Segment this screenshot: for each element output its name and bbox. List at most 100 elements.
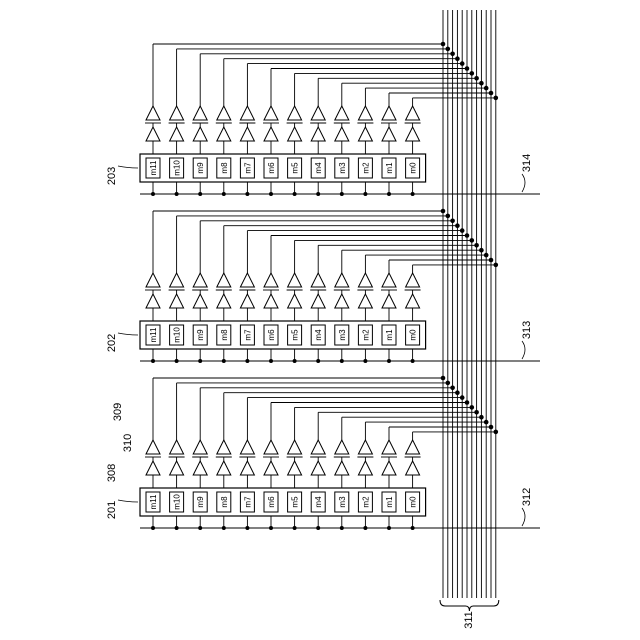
buffer-triangle [193, 440, 207, 454]
bus-junction-dot [479, 415, 484, 420]
cell-label: m7 [243, 496, 252, 508]
bus-junction-dot [460, 61, 465, 66]
buffer-triangle [146, 461, 160, 475]
cell-label: m11 [149, 327, 158, 343]
buffer-triangle [358, 461, 372, 475]
buffer-triangle [288, 127, 302, 141]
line-label-leader [522, 174, 525, 192]
buffer-triangle [382, 440, 396, 454]
buffer-triangle [264, 273, 278, 287]
label-309: 309 [112, 403, 124, 421]
cell-label: m9 [196, 496, 205, 508]
cell-label: m4 [314, 496, 323, 508]
buffer-triangle [382, 273, 396, 287]
buffer-triangle [170, 294, 184, 308]
bus-junction-dot [484, 86, 489, 91]
bus-label-311: 311 [463, 611, 475, 629]
line-label-312: 312 [521, 488, 533, 506]
buffer-triangle [311, 461, 325, 475]
cell-label: m2 [361, 162, 370, 174]
buffer-triangle [335, 294, 349, 308]
buffer-triangle [406, 461, 420, 475]
buffer-triangle [311, 294, 325, 308]
block-label-leader [118, 500, 138, 502]
buffer-triangle [264, 294, 278, 308]
buffer-triangle [406, 273, 420, 287]
buffer-triangle [382, 461, 396, 475]
cell-label: m1 [385, 329, 394, 341]
buffer-triangle [240, 273, 254, 287]
bus-junction-dot [494, 96, 499, 101]
buffer-triangle [382, 127, 396, 141]
buffer-triangle [170, 127, 184, 141]
buffer-triangle [217, 461, 231, 475]
buffer-triangle [217, 273, 231, 287]
cell-label: m0 [409, 496, 418, 508]
buffer-triangle [335, 440, 349, 454]
cell-label: m11 [149, 494, 158, 510]
buffer-triangle [311, 106, 325, 120]
bus-junction-dot [450, 219, 455, 224]
bus-junction-dot [484, 420, 489, 425]
buffer-triangle [264, 106, 278, 120]
buffer-triangle [406, 294, 420, 308]
cell-label: m5 [291, 496, 300, 508]
buffer-triangle [217, 294, 231, 308]
cell-label: m8 [220, 329, 229, 341]
cell-label: m11 [149, 160, 158, 176]
buffer-triangle [240, 106, 254, 120]
buffer-triangle [288, 273, 302, 287]
buffer-triangle [193, 273, 207, 287]
buffer-triangle [358, 106, 372, 120]
cell-label: m2 [361, 329, 370, 341]
block-label-leader [118, 333, 138, 335]
bus-junction-dot [441, 209, 446, 214]
cell-label: m1 [385, 162, 394, 174]
buffer-triangle [193, 294, 207, 308]
buffer-triangle [311, 127, 325, 141]
cell-label: m0 [409, 329, 418, 341]
bus-junction-dot [489, 91, 494, 96]
cell-label: m10 [173, 160, 182, 176]
cell-label: m6 [267, 162, 276, 174]
cell-label: m9 [196, 162, 205, 174]
bus-junction-dot [450, 52, 455, 57]
bus-brace [440, 600, 499, 611]
bus-junction-dot [446, 381, 451, 386]
bus-junction-dot [494, 430, 499, 435]
cell-label: m3 [338, 496, 347, 508]
buffer-triangle [146, 273, 160, 287]
cell-label: m4 [314, 162, 323, 174]
buffer-triangle [264, 127, 278, 141]
buffer-triangle [335, 461, 349, 475]
bus-junction-dot [455, 223, 460, 228]
bus-junction-dot [479, 81, 484, 86]
buffer-triangle [288, 106, 302, 120]
buffer-triangle [335, 106, 349, 120]
bus-junction-dot [479, 248, 484, 253]
cell-label: m6 [267, 496, 276, 508]
bus-junction-dot [446, 214, 451, 219]
buffer-triangle [406, 127, 420, 141]
buffer-triangle [311, 440, 325, 454]
buffer-triangle [146, 294, 160, 308]
line-label-314: 314 [521, 154, 533, 172]
cell-label: m1 [385, 496, 394, 508]
bus-junction-dot [474, 410, 479, 415]
bus-brace-path [440, 600, 499, 611]
cell-label: m3 [338, 329, 347, 341]
buffer-triangle [358, 127, 372, 141]
buffer-triangle [170, 106, 184, 120]
buffer-triangle [146, 127, 160, 141]
bus-junction-dot [484, 253, 489, 258]
buffer-triangle [264, 440, 278, 454]
cell-label: m4 [314, 329, 323, 341]
line-label-leader [522, 508, 525, 526]
buffer-triangle [240, 127, 254, 141]
bus-junction-dot [470, 405, 475, 410]
cell-label: m8 [220, 162, 229, 174]
bus-junction-dot [455, 56, 460, 61]
buffer-triangle [240, 294, 254, 308]
buffer-triangle [335, 127, 349, 141]
